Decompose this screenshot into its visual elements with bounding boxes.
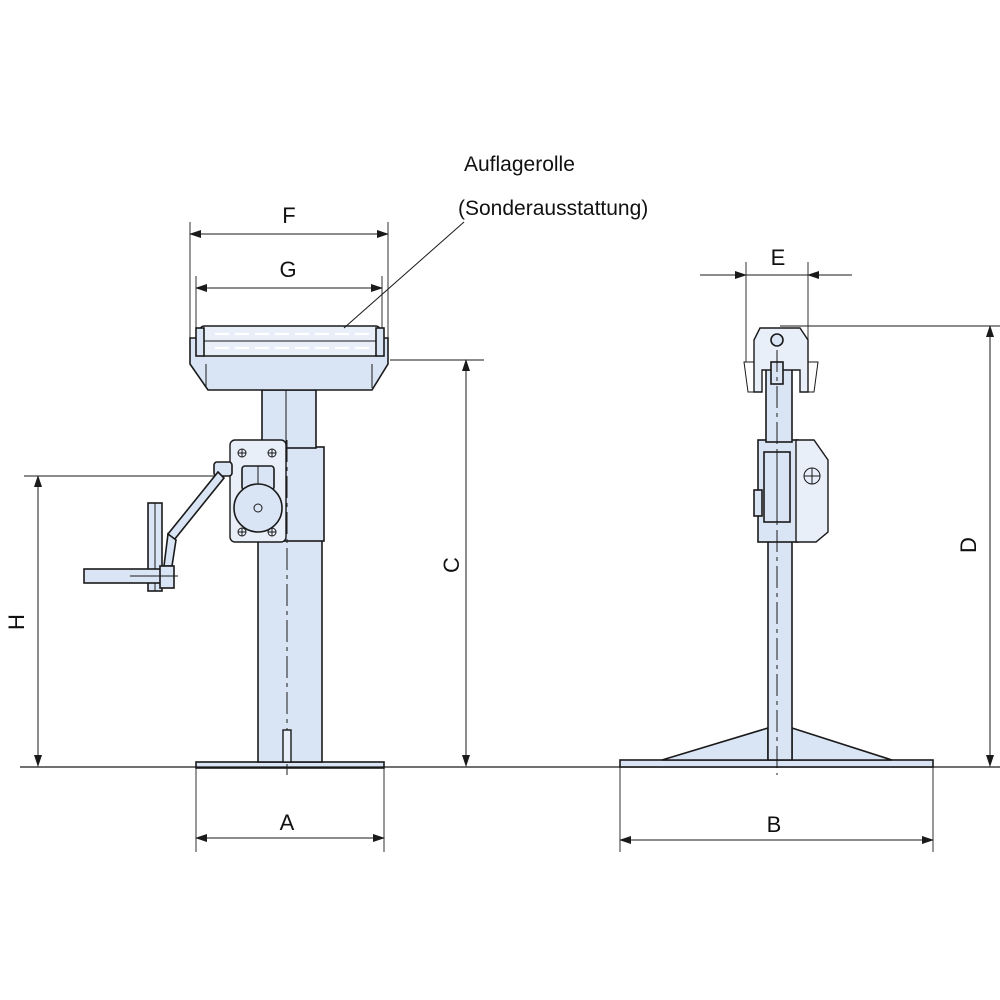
dimension-label-G: G [279, 257, 296, 282]
dimension-label-H: H [4, 614, 29, 630]
callout-leader [343, 221, 465, 329]
dimension-D: D [780, 325, 1000, 767]
front-gear-wheel [233, 483, 283, 533]
side-right-gusset [791, 726, 893, 761]
callout-line-2: (Sonderausstattung) [458, 197, 648, 220]
front-view: F G A C H Auflagerolle [4, 153, 648, 852]
dimension-label-D: D [956, 537, 981, 553]
crank-handle [83, 461, 233, 592]
dimension-label-F: F [282, 203, 295, 228]
dimension-E: E [700, 245, 852, 362]
dimension-B: B [619, 767, 934, 852]
side-view: E D B [619, 245, 1000, 852]
side-head-fork [753, 327, 809, 393]
dimension-A: A [195, 768, 385, 852]
dimension-G: G [195, 257, 383, 328]
dimension-F: F [189, 203, 389, 338]
dimension-C: C [390, 359, 484, 767]
side-left-gusset [661, 726, 769, 761]
dimension-H: H [4, 475, 214, 767]
side-column [767, 539, 793, 761]
side-gearbox [795, 439, 829, 543]
dimension-label-E: E [771, 245, 786, 270]
side-roller-pin [770, 333, 784, 347]
dimension-label-B: B [767, 812, 782, 837]
front-column [257, 539, 323, 763]
dimension-label-C: C [439, 557, 464, 573]
dimension-label-A: A [280, 810, 295, 835]
callout-line-1: Auflagerolle [464, 153, 575, 176]
